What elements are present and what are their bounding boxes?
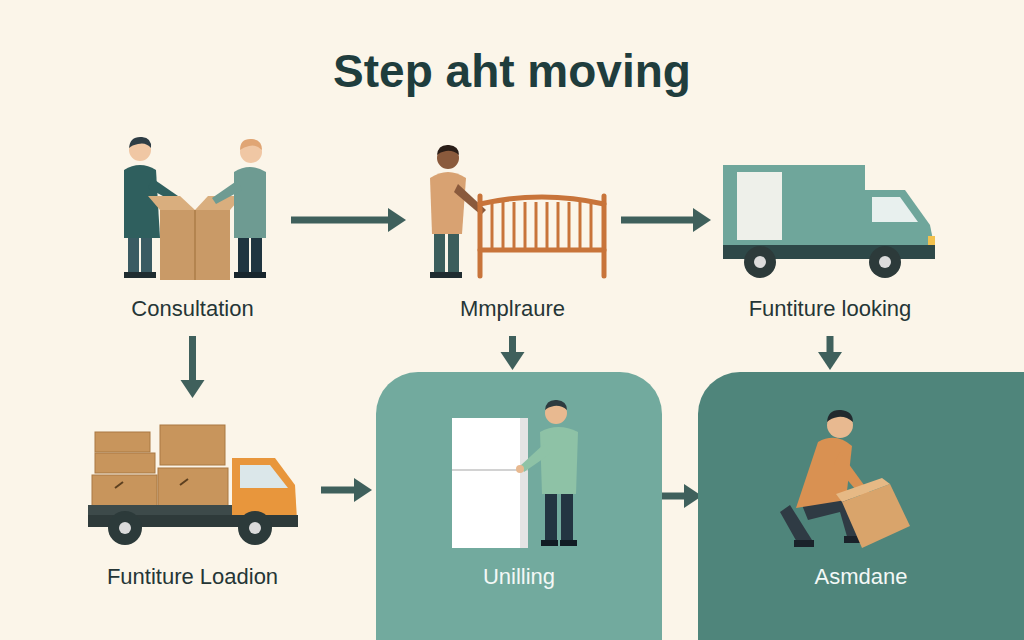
step-node: Mmplraure: [410, 130, 615, 330]
diagram-title: Step aht moving: [0, 44, 1024, 98]
flow-arrow: [501, 336, 525, 370]
step-panel: Unilling: [376, 372, 662, 640]
flow-arrow: [621, 208, 711, 232]
arrow-head: [181, 380, 205, 398]
arrow-head: [693, 208, 711, 232]
flow-arrow: [321, 478, 372, 502]
arrow-head: [818, 352, 842, 370]
step-label: Funtiture Loadion: [70, 564, 315, 590]
arrow-shaft: [621, 217, 695, 224]
step-label: Asmdane: [698, 564, 1024, 590]
step-panel: Asmdane: [698, 372, 1024, 640]
arrow-head: [501, 352, 525, 370]
step-label: Mmplraure: [410, 296, 615, 322]
flow-arrow: [291, 208, 406, 232]
step-label: Funtiture looking: [715, 296, 945, 322]
step-node: Funtiture looking: [715, 130, 945, 330]
step-node: Consultation: [100, 130, 285, 330]
flow-arrow: [181, 336, 205, 398]
arrow-head: [388, 208, 406, 232]
arrow-head: [354, 478, 372, 502]
arrow-shaft: [827, 336, 834, 354]
arrow-shaft: [509, 336, 516, 354]
step-label: Consultation: [100, 296, 285, 322]
arrow-shaft: [291, 217, 390, 224]
arrow-shaft: [321, 487, 356, 494]
step-node: Funtiture Loadion: [70, 400, 315, 600]
flow-arrow: [818, 336, 842, 370]
step-label: Unilling: [376, 564, 662, 590]
arrow-shaft: [189, 336, 196, 382]
